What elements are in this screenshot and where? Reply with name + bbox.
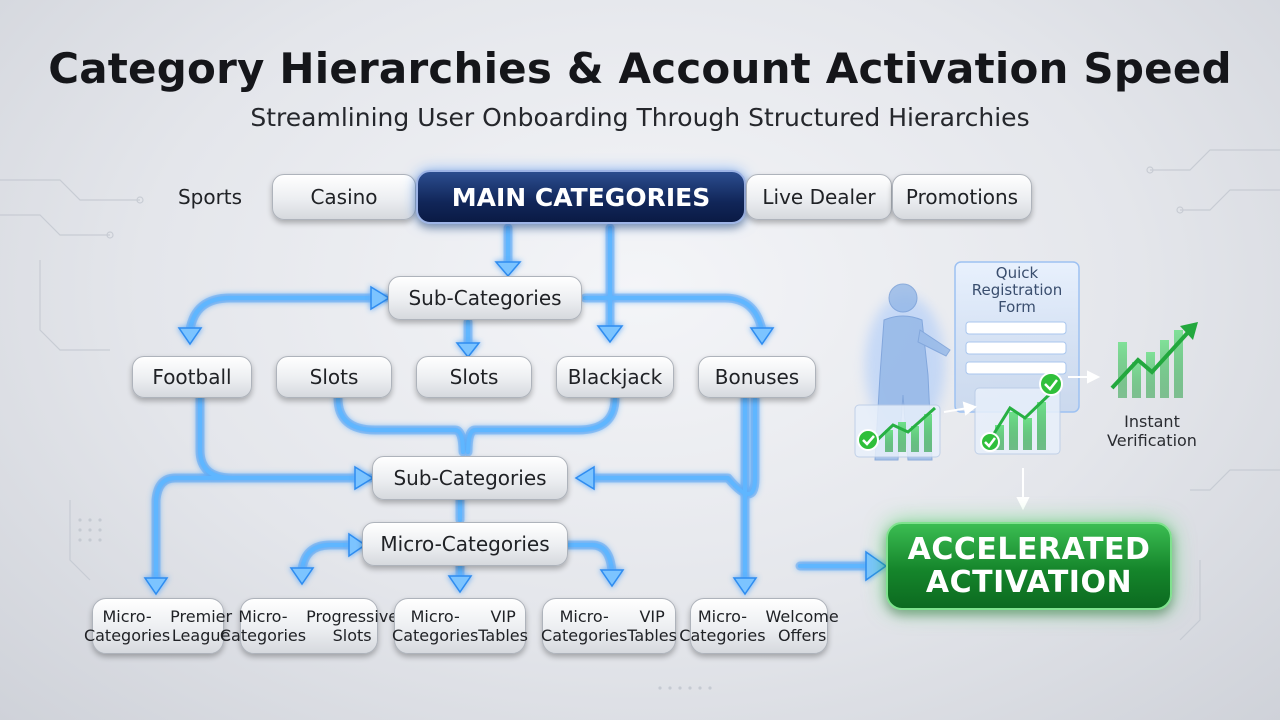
micro-category-vip-tables[interactable]: Micro-Categories VIP Tables — [392, 598, 528, 654]
category-sports[interactable]: Sports — [177, 185, 243, 209]
micro-category-premier-league[interactable]: Micro-Categories Premier League — [84, 598, 232, 654]
category-promotions[interactable]: Promotions — [892, 174, 1032, 220]
onboarding-illustration — [854, 261, 1198, 511]
subcategory-blackjack[interactable]: Blackjack — [556, 356, 674, 398]
sub-categories-node[interactable]: Sub-Categories — [372, 456, 568, 500]
growth-chart-icon — [1110, 322, 1198, 398]
activation-line-1: ACCELERATED — [907, 532, 1151, 567]
micro-category-detail: VIP Tables — [627, 607, 677, 645]
page-subtitle: Streamlining User Onboarding Through Str… — [250, 103, 1030, 132]
registration-form-title: Quick Registration Form — [971, 264, 1063, 316]
sub-categories-node[interactable]: Sub-Categories — [388, 276, 582, 320]
micro-category-detail: Welcome Offers — [765, 607, 839, 645]
subcategory-football[interactable]: Football — [132, 356, 252, 398]
subcategory-slots[interactable]: Slots — [276, 356, 392, 398]
arrow-icon — [943, 370, 1101, 511]
category-casino[interactable]: Casino — [272, 174, 416, 220]
micro-category-label: Micro-Categories — [219, 607, 307, 645]
verification-label: Instant Verification — [1107, 412, 1197, 450]
accelerated-activation-badge[interactable]: ACCELERATED ACTIVATION — [886, 522, 1172, 610]
micro-category-label: Micro-Categories — [392, 607, 479, 645]
category-live-dealer[interactable]: Live Dealer — [746, 174, 892, 220]
micro-category-detail: Progressive Slots — [306, 607, 399, 645]
arrow-icon — [143, 261, 888, 596]
micro-categories-node[interactable]: Micro-Categories — [362, 522, 568, 566]
micro-category-detail: VIP Tables — [478, 607, 528, 645]
micro-category-vip-tables[interactable]: Micro-Categories VIP Tables — [541, 598, 677, 654]
subcategory-slots[interactable]: Slots — [416, 356, 532, 398]
hierarchy-flow-lines — [151, 223, 873, 585]
circuit-decoration — [0, 149, 1280, 641]
micro-category-label: Micro-Categories — [679, 607, 766, 645]
micro-category-label: Micro-Categories — [541, 607, 628, 645]
page-title: Category Hierarchies & Account Activatio… — [48, 44, 1232, 93]
micro-category-detail: Premier League — [170, 607, 233, 645]
form-icon — [954, 261, 1080, 413]
checkmark-icon — [857, 372, 1063, 452]
micro-category-progressive-slots[interactable]: Micro-Categories Progressive Slots — [220, 598, 398, 654]
micro-category-label: Micro-Categories — [83, 607, 171, 645]
micro-category-welcome-offers[interactable]: Micro-Categories Welcome Offers — [679, 598, 839, 654]
dot-grid-decoration — [78, 518, 712, 690]
subcategory-bonuses[interactable]: Bonuses — [698, 356, 816, 398]
activation-line-2: ACTIVATION — [925, 565, 1133, 600]
main-categories-node[interactable]: MAIN CATEGORIES — [416, 170, 746, 224]
